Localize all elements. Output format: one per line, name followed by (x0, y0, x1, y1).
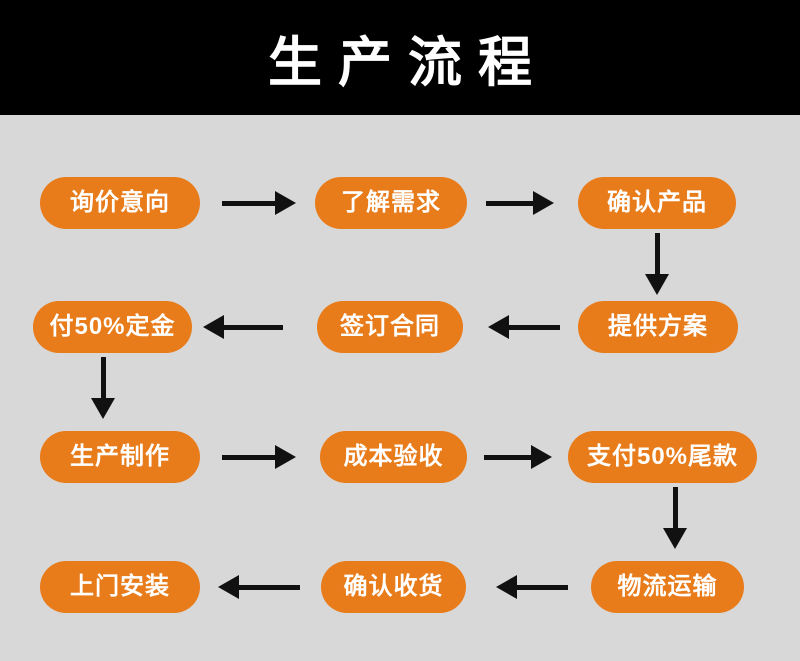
arrow-down-icon (644, 233, 670, 295)
arrow-right-icon (486, 190, 554, 216)
flow-node-logistics: 物流运输 (591, 561, 744, 613)
arrow-right-icon (484, 444, 552, 470)
arrow-left-icon (203, 314, 283, 340)
flow-node-confirm-receipt: 确认收货 (321, 561, 466, 613)
flow-node-pay-deposit: 付50%定金 (33, 301, 192, 353)
arrow-down-icon (90, 357, 116, 419)
flow-node-inquiry-intent: 询价意向 (40, 177, 200, 229)
flow-node-production: 生产制作 (40, 431, 200, 483)
flow-node-cost-acceptance: 成本验收 (320, 431, 467, 483)
arrow-left-icon (218, 574, 300, 600)
flow-node-sign-contract: 签订合同 (317, 301, 463, 353)
arrow-left-icon (488, 314, 560, 340)
arrow-down-icon (662, 487, 688, 549)
arrow-right-icon (222, 444, 296, 470)
flow-node-pay-balance: 支付50%尾款 (568, 431, 757, 483)
flow-node-confirm-product: 确认产品 (578, 177, 736, 229)
flow-node-installation: 上门安装 (40, 561, 200, 613)
flow-node-provide-solution: 提供方案 (578, 301, 738, 353)
flow-node-understand-needs: 了解需求 (315, 177, 467, 229)
arrow-right-icon (222, 190, 296, 216)
page-header: 生产流程 (0, 0, 800, 115)
page-title: 生产流程 (268, 33, 548, 93)
arrow-left-icon (496, 574, 568, 600)
